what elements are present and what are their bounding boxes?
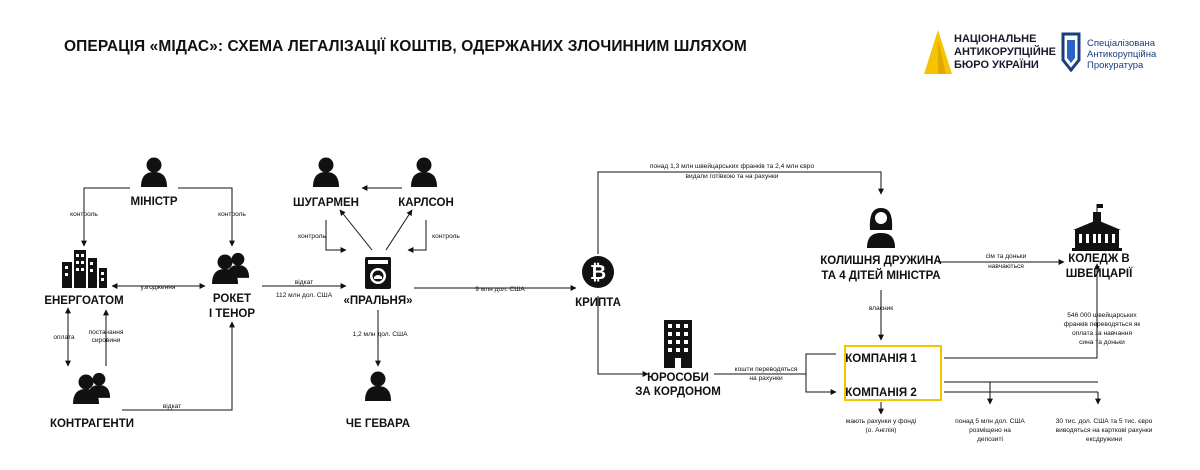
sap-logo-text: Спеціалізована Антикорупційна Прокуратур… (1087, 38, 1157, 71)
edge-label-tuition-1: 546 000 швейцарських (1067, 311, 1137, 319)
label-roket-2: І ТЕНОР (209, 308, 255, 320)
page-title: ОПЕРАЦІЯ «МІДАС»: СХЕМА ЛЕГАЛІЗАЦІЇ КОШТ… (64, 38, 747, 55)
edge-minister-roket (178, 187, 235, 247)
edge-laundry-shugarmen (339, 209, 373, 251)
edge-label-transfer-1: кошти переводяться (735, 366, 798, 373)
edge-label-cash-top-2: видали готівкою та на рахунки (686, 172, 779, 180)
nabu-logo-text: НАЦІОНАЛЬНЕ АНТИКОРУПЦІЙНЕ БЮРО УКРАЇНИ (954, 33, 1057, 71)
label-college-1: КОЛЕДЖ В (1068, 253, 1130, 265)
office-building-icon (664, 320, 692, 368)
companies-box (844, 345, 942, 401)
label-entities-2: ЗА КОРДОНОМ (635, 386, 721, 398)
edge-crypto-entities (597, 296, 649, 377)
label-minister: МІНІСТР (131, 196, 178, 208)
label-company-1: КОМПАНІЯ 1 (845, 353, 917, 365)
edge-contractors-roket (122, 321, 235, 411)
edge-label-threat-2: сировини (92, 337, 121, 344)
edge-label-deposits-2: розміщено на (969, 426, 1011, 434)
edge-label-owner: власник (869, 305, 893, 312)
edge-label-deposits-3: депозиті (977, 435, 1003, 443)
edge-label-kickback-roket-2: 112 млн дол. США (276, 292, 333, 299)
edge-label-threat-1: постачання (89, 329, 124, 336)
nabu-emblem-icon (924, 30, 952, 74)
edge-karlson-laundry (407, 220, 427, 253)
nabu-logo: НАЦІОНАЛЬНЕ АНТИКОРУПЦІЙНЕ БЮРО УКРАЇНИ (924, 30, 1056, 78)
roket-tenor-icon (212, 253, 249, 284)
edge-label-deposits-1: понад 5 млн дол. США (955, 418, 1025, 425)
che-icon (365, 371, 391, 401)
karlson-icon (411, 157, 437, 187)
edge-label-cards-3: ексдружини (1086, 436, 1122, 443)
edge-label-control-left: контроль (70, 211, 98, 218)
edge-label-fund-2: (о. Англія) (866, 426, 897, 434)
svg-text:₿: ₿ (590, 262, 606, 284)
label-exwife-2: ТА 4 ДІТЕЙ МІНІСТРА (821, 269, 940, 282)
energoatom-icon (62, 250, 107, 288)
edge-label-control-karl: контроль (432, 233, 460, 240)
washing-machine-icon (365, 257, 391, 289)
label-karlson: КАРЛСОН (398, 197, 454, 209)
edge-label-che-amount: 1,2 млн дол. США (353, 331, 409, 338)
minister-icon (141, 157, 167, 187)
edge-label-agreement: узгодження (141, 284, 176, 291)
label-crypto: КРИПТА (575, 297, 621, 309)
edge-label-payment: оплата (53, 334, 75, 341)
contractors-icon (73, 373, 110, 404)
label-laundry: «ПРАЛЬНЯ» (343, 295, 412, 307)
sap-shield-icon (1061, 32, 1081, 73)
edge-label-tuition-3: оплата за навчання (1072, 330, 1132, 337)
shugarmen-icon (313, 157, 339, 187)
edge-label-cash-top-1: понад 1,3 млн швейцарських франків та 2,… (650, 162, 815, 170)
bitcoin-icon: ₿ (582, 256, 614, 288)
label-company-2: КОМПАНІЯ 2 (845, 387, 916, 399)
edge-crypto-exwife (597, 171, 884, 254)
ex-wife-icon (867, 208, 895, 248)
edge-label-study-1: сім та доньки (986, 252, 1027, 260)
edge-label-tuition-2: франків переводяться як (1064, 320, 1141, 328)
edge-entities-companies (714, 353, 836, 392)
label-entities-1: ЮРОСОБИ (647, 372, 709, 384)
edge-label-fund-1: мають рахунки у фонді (846, 417, 917, 425)
edge-label-kickback-contractors: відкат (163, 402, 181, 410)
label-roket-1: РОКЕТ (213, 293, 251, 305)
edge-label-crypto-amount: 9 млн дол. США (475, 286, 525, 293)
edge-label-tuition-4: сина та доньки (1079, 339, 1125, 346)
label-shugarmen: ШУГАРМЕН (293, 197, 359, 209)
sap-logo: Спеціалізована Антикорупційна Прокуратур… (1060, 30, 1170, 78)
edge-label-control-shug: контроль (298, 233, 326, 240)
edge-label-study-2: навчаються (988, 263, 1024, 270)
edge-laundry-karlson (385, 209, 413, 251)
label-exwife-1: КОЛИШНЯ ДРУЖИНА (820, 255, 941, 267)
label-energoatom: ЕНЕРГОАТОМ (44, 295, 123, 307)
label-che: ЧЕ ГЕВАРА (346, 418, 410, 430)
edge-label-cards-2: виводяться на карткові рахунки (1056, 426, 1153, 434)
edge-label-kickback-roket-1: відкат (295, 278, 313, 286)
college-icon (1072, 204, 1122, 251)
edge-label-cards-1: 30 тис. дол. США та 5 тис. євро (1056, 418, 1153, 425)
edge-companies-college (944, 263, 1100, 359)
label-college-2: ШВЕЙЦАРІЇ (1066, 267, 1133, 280)
edge-minister-energoatom (81, 187, 130, 247)
edge-label-control-right: контроль (218, 211, 246, 218)
edge-shugarmen-laundry (325, 220, 347, 253)
label-contractors: КОНТРАГЕНТИ (50, 418, 134, 430)
edge-label-transfer-2: на рахунки (749, 375, 783, 382)
